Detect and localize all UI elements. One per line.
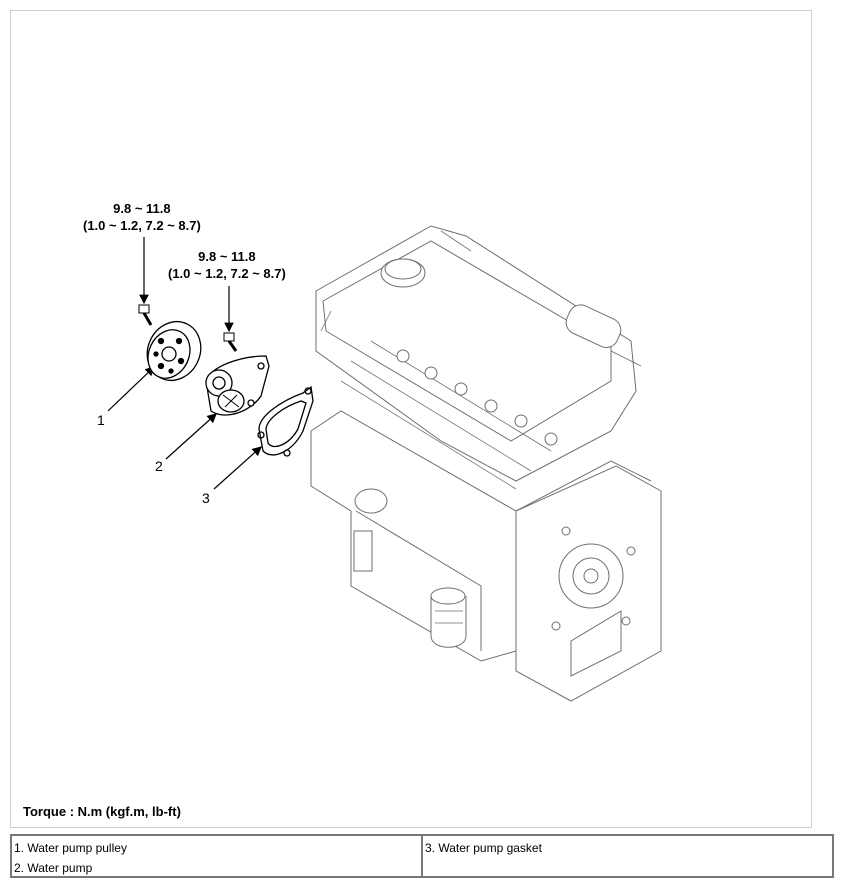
torque-callout-1-conversion: (1.0 ~ 1.2, 7.2 ~ 8.7) xyxy=(83,218,201,233)
torque-unit-note: Torque : N.m (kgf.m, lb-ft) xyxy=(23,804,181,819)
part-leader-3 xyxy=(213,446,262,490)
part-leader-2 xyxy=(165,413,217,460)
legend-item-1: 1. Water pump pulley xyxy=(14,841,127,855)
part-number-3: 3 xyxy=(202,490,210,506)
water-pump-pulley xyxy=(146,321,202,381)
torque-callout-2-conversion: (1.0 ~ 1.2, 7.2 ~ 8.7) xyxy=(168,266,286,281)
torque-callout-1: 9.8 ~ 11.8 (1.0 ~ 1.2, 7.2 ~ 8.7) xyxy=(83,200,201,234)
parts-legend-table: 1. Water pump pulley 2. Water pump 3. Wa… xyxy=(10,834,834,878)
engine-exploded-diagram xyxy=(107,225,662,702)
part-number-2: 2 xyxy=(155,458,163,474)
diagram-figure: 9.8 ~ 11.8 (1.0 ~ 1.2, 7.2 ~ 8.7) 9.8 ~ … xyxy=(10,10,812,828)
part-number-1: 1 xyxy=(97,412,105,428)
part-leader-1 xyxy=(107,366,155,412)
torque-callout-1-value: 9.8 ~ 11.8 xyxy=(113,201,171,216)
legend-column-right: 3. Water pump gasket xyxy=(421,836,832,876)
water-pump-gasket xyxy=(257,385,314,457)
pump-bolt xyxy=(223,332,238,352)
torque-callout-2: 9.8 ~ 11.8 (1.0 ~ 1.2, 7.2 ~ 8.7) xyxy=(168,248,286,282)
legend-item-2: 2. Water pump xyxy=(14,861,93,875)
water-pump xyxy=(205,355,270,416)
legend-item-3: 3. Water pump gasket xyxy=(425,841,542,855)
engine-block-illustration xyxy=(310,225,662,702)
torque-callout-2-value: 9.8 ~ 11.8 xyxy=(198,249,256,264)
pulley-bolt xyxy=(138,304,153,326)
legend-column-left: 1. Water pump pulley 2. Water pump xyxy=(12,836,421,876)
